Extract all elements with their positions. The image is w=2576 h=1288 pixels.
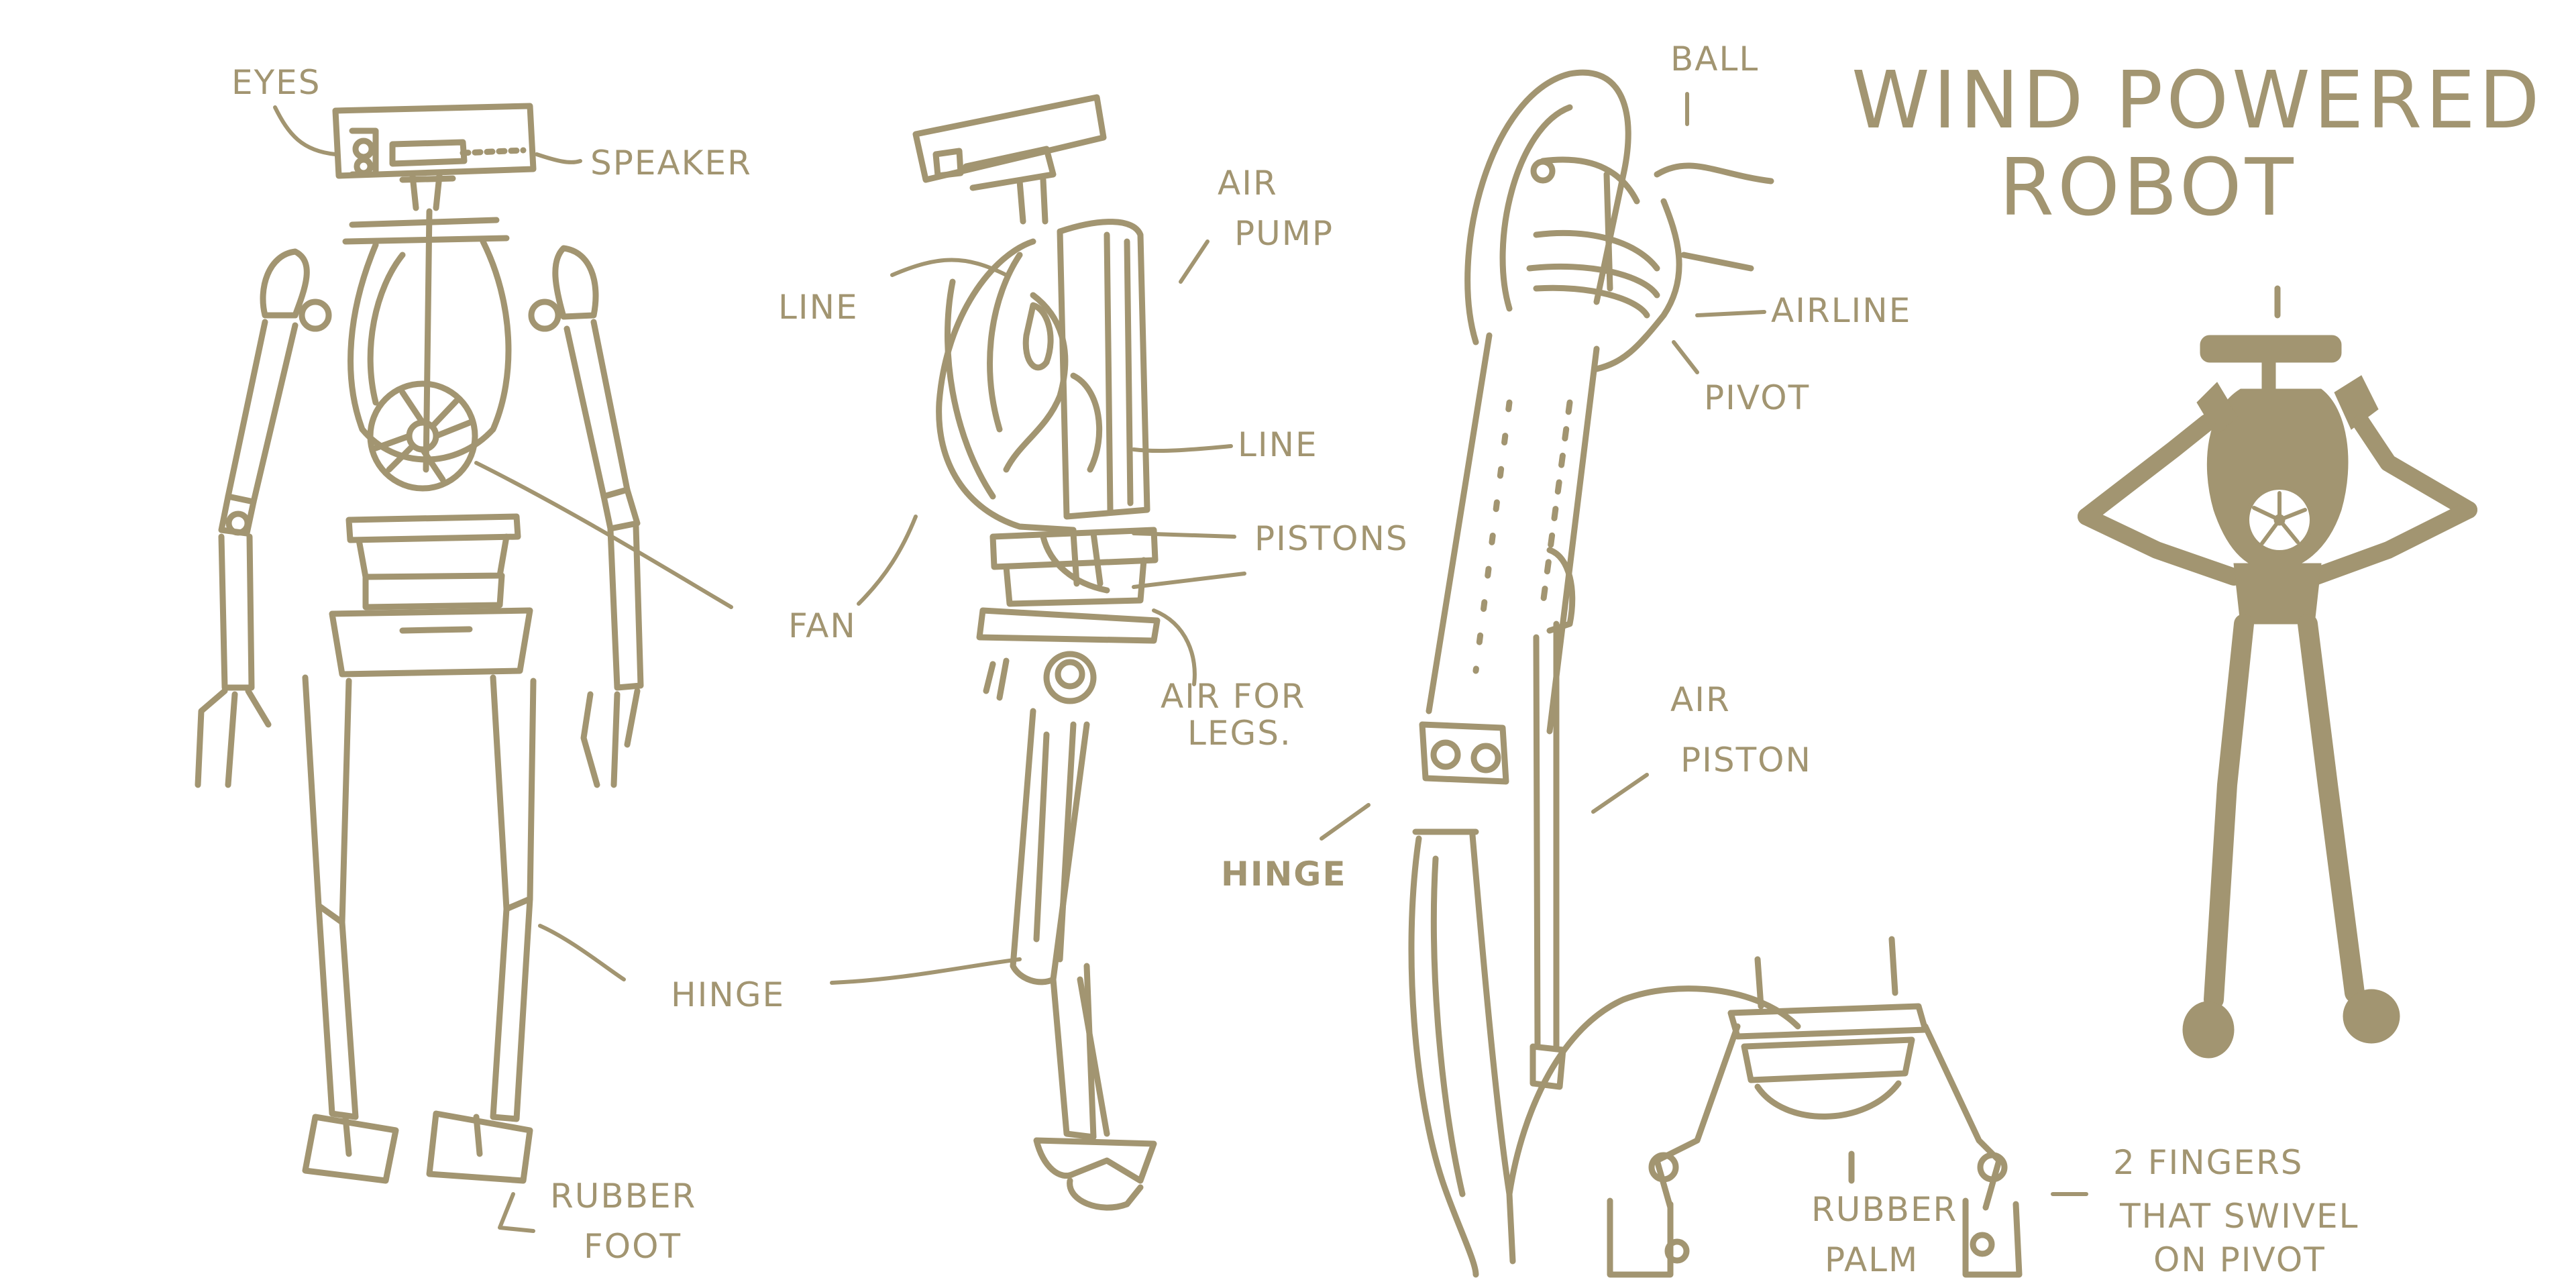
label-ball: BALL xyxy=(1670,40,1759,78)
label-line-upper: LINE xyxy=(778,288,859,327)
label-fingers-1: 2 FINGERS xyxy=(2113,1143,2303,1182)
line-lower-leader-line xyxy=(1132,444,1233,453)
air-piston-leader-line xyxy=(1591,773,1649,814)
label-pivot: PIVOT xyxy=(1704,378,1810,417)
label-air-for-legs-2: LEGS. xyxy=(1187,714,1292,753)
label-airline: AIRLINE xyxy=(1771,291,1911,330)
arm-detail-callouts: BALL AIRLINE PIVOT AIR PISTON HINGE RUBB… xyxy=(1221,40,2359,1279)
silhouette-head xyxy=(2200,335,2342,363)
label-rubber-palm-2: PALM xyxy=(1825,1240,1919,1279)
pistons-leader-line-upper xyxy=(1132,531,1236,539)
label-rubber-foot-1: RUBBER xyxy=(550,1177,696,1216)
label-rubber-palm-1: RUBBER xyxy=(1811,1190,1957,1229)
label-fingers-3: ON PIVOT xyxy=(2153,1240,2326,1279)
hinge-leader-line-left xyxy=(538,924,626,981)
airline-leader-line xyxy=(1695,310,1766,317)
silhouette-foot-right xyxy=(2343,989,2400,1044)
silhouette-robot xyxy=(2078,285,2477,1059)
hinge-arm-leader-line xyxy=(1320,803,1371,841)
label-air-pump-2: PUMP xyxy=(1234,214,1334,253)
title-block: WIND POWERED ROBOT xyxy=(1851,54,2543,233)
front-view-callouts: EYES SPEAKER HINGE RUBBER FOOT xyxy=(231,63,1022,1266)
air-for-legs-leader-line xyxy=(1152,608,1197,686)
label-line-lower: LINE xyxy=(1238,425,1318,464)
silhouette-neck xyxy=(2261,362,2276,390)
hinge-leader-line-right xyxy=(830,957,1022,985)
arm-detail xyxy=(1408,69,2023,1278)
label-hinge-leg: HINGE xyxy=(671,975,785,1014)
fan-leader-line xyxy=(474,461,733,609)
label-pistons: PISTONS xyxy=(1254,519,1409,558)
air-pump-leader-line xyxy=(1179,239,1210,284)
label-hinge-arm: HINGE xyxy=(1221,855,1347,894)
label-eyes: EYES xyxy=(231,63,321,102)
pivot-leader-line xyxy=(1672,340,1699,374)
rubber-foot-leader-line xyxy=(498,1192,535,1233)
side-view-callouts: AIR PUMP LINE LINE FAN PISTONS AIR FOR L… xyxy=(778,164,1409,753)
label-rubber-foot-2: FOOT xyxy=(584,1227,682,1266)
pistons-leader-line-lower xyxy=(1132,572,1246,589)
label-air-pump-1: AIR xyxy=(1218,164,1278,203)
title-line-2: ROBOT xyxy=(1999,141,2297,233)
silhouette-foot-left xyxy=(2182,1001,2235,1059)
title-line-1: WIND POWERED xyxy=(1851,54,2543,146)
label-fingers-2: THAT SWIVEL xyxy=(2119,1197,2359,1236)
label-air-for-legs-1: AIR FOR xyxy=(1161,677,1305,716)
line-upper-leader-line xyxy=(890,258,1008,277)
label-speaker: SPEAKER xyxy=(590,144,752,182)
label-air-piston-2: PISTON xyxy=(1680,741,1812,780)
eyes-leader-line xyxy=(273,105,337,156)
side-view-robot xyxy=(912,94,1161,1211)
label-air-piston-1: AIR xyxy=(1670,680,1731,719)
silhouette-fan xyxy=(2245,486,2314,554)
speaker-leader-line xyxy=(535,152,582,164)
front-view-robot xyxy=(195,103,644,1184)
label-fan: FAN xyxy=(788,606,857,645)
fan-side-leader-line xyxy=(857,515,918,606)
